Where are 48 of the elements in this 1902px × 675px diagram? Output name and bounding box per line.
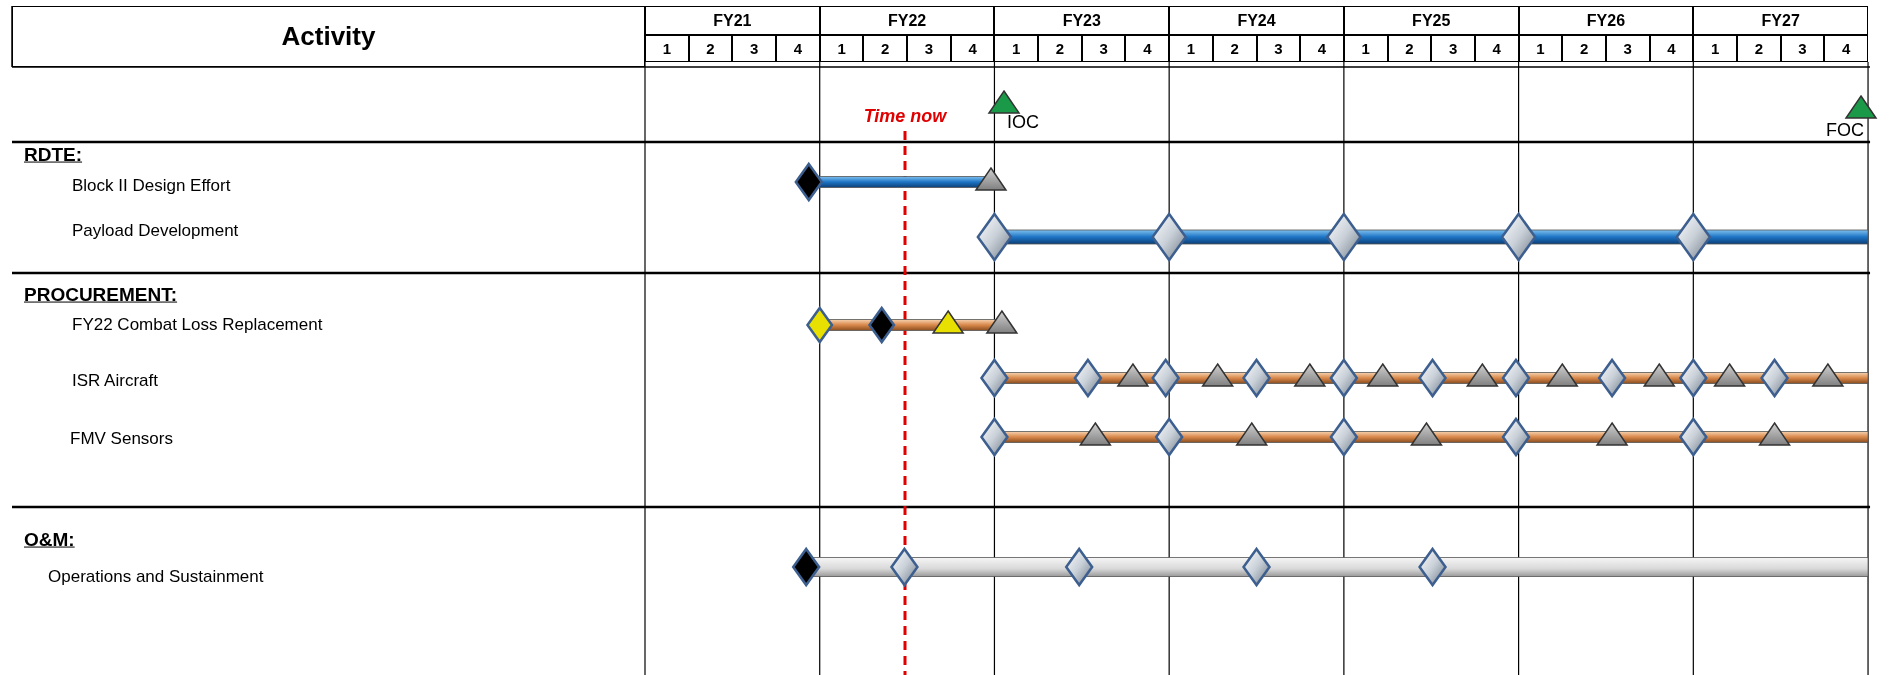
quarter-header: 1 bbox=[1693, 35, 1737, 62]
quarter-header: 3 bbox=[732, 35, 777, 62]
quarter-header: 1 bbox=[645, 35, 689, 62]
activity-label: Payload Development bbox=[72, 221, 239, 241]
milestone-label: FOC bbox=[1826, 121, 1864, 141]
section-heading: O&M: bbox=[24, 529, 75, 551]
activity-label: Block II Design Effort bbox=[72, 176, 231, 196]
fiscal-year-header: FY22 bbox=[819, 6, 995, 35]
fiscal-year-header: FY26 bbox=[1518, 6, 1694, 35]
quarter-header: 2 bbox=[1562, 35, 1606, 62]
quarter-header: 4 bbox=[1824, 35, 1869, 62]
fiscal-year-header: FY27 bbox=[1693, 6, 1869, 35]
milestone-label: IOC bbox=[1007, 113, 1039, 133]
fiscal-year-header: FY24 bbox=[1169, 6, 1344, 35]
quarter-header: 3 bbox=[1081, 35, 1126, 62]
quarter-header: 3 bbox=[907, 35, 951, 62]
quarter-header: 2 bbox=[1212, 35, 1257, 62]
quarter-header: 2 bbox=[688, 35, 733, 62]
fiscal-year-header: FY25 bbox=[1343, 6, 1519, 35]
activity-label: Operations and Sustainment bbox=[48, 567, 264, 587]
quarter-header: 4 bbox=[1125, 35, 1170, 62]
activity-label: FY22 Combat Loss Replacement bbox=[72, 315, 323, 335]
quarter-header: 2 bbox=[863, 35, 908, 62]
quarter-header: 1 bbox=[1343, 35, 1388, 62]
quarter-header: 1 bbox=[994, 35, 1039, 62]
column-header: Activity bbox=[12, 6, 645, 67]
quarter-header: 4 bbox=[1300, 35, 1344, 62]
fiscal-year-header: FY21 bbox=[645, 6, 820, 35]
quarter-header: 4 bbox=[1474, 35, 1519, 62]
activity-label: FMV Sensors bbox=[70, 429, 173, 449]
fiscal-year-header: FY23 bbox=[994, 6, 1170, 35]
quarter-header: 4 bbox=[950, 35, 995, 62]
activity-label: ISR Aircraft bbox=[72, 371, 158, 391]
quarter-header: 3 bbox=[1256, 35, 1301, 62]
quarter-header: 2 bbox=[1387, 35, 1432, 62]
section-heading: PROCUREMENT: bbox=[24, 284, 178, 306]
quarter-header: 4 bbox=[776, 35, 820, 62]
quarter-header: 3 bbox=[1605, 35, 1650, 62]
quarter-header: 1 bbox=[819, 35, 864, 62]
quarter-header: 3 bbox=[1780, 35, 1825, 62]
quarter-header: 2 bbox=[1737, 35, 1781, 62]
section-heading: RDTE: bbox=[24, 144, 83, 166]
quarter-header: 1 bbox=[1518, 35, 1563, 62]
quarter-header: 4 bbox=[1649, 35, 1694, 62]
quarter-header: 3 bbox=[1431, 35, 1475, 62]
quarter-header: 2 bbox=[1038, 35, 1082, 62]
time-now-label: Time now bbox=[863, 107, 947, 127]
quarter-header: 1 bbox=[1169, 35, 1213, 62]
